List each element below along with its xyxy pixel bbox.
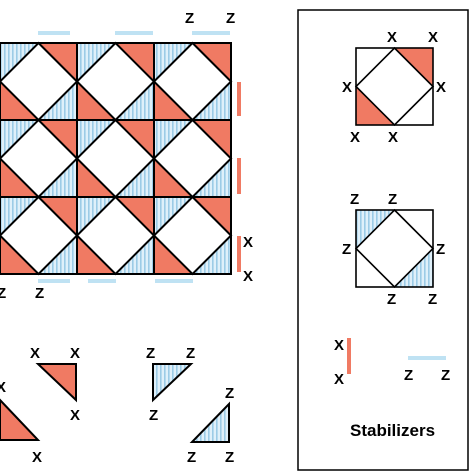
triangle-label-z: Z (186, 345, 195, 362)
triangle-label-x: X (32, 449, 42, 466)
boundary-label-z: Z (35, 285, 44, 302)
x-triangle-example: X X X (30, 345, 80, 424)
triangle-label-x: X (30, 345, 40, 362)
stabilizers-legend-panel: X X X X X X Z Z Z Z Z Z X X (297, 9, 469, 471)
bottom-z-boundary-bar (155, 279, 193, 283)
legend-title: Stabilizers (350, 421, 435, 440)
boundary-label-x: X (243, 234, 253, 251)
stabilizer-label-z: Z (350, 191, 359, 208)
lattice-cell-border (153, 196, 232, 275)
z-boundary-legend: Z Z (404, 356, 450, 384)
stabilizer-label-z: Z (388, 191, 397, 208)
lattice-edges (0, 41, 233, 276)
stabilizer-label-x: X (350, 129, 360, 146)
stabilizer-label-z: Z (436, 241, 445, 258)
triangle-label-x: X (70, 345, 80, 362)
x-stabilizer-legend: X X X X X X (342, 29, 446, 146)
boundary-legend-label-z: Z (441, 367, 450, 384)
legend-panel-border (297, 9, 469, 471)
x-triangle-example: X X (0, 379, 42, 466)
stabilizer-label-x: X (342, 79, 352, 96)
top-z-boundary-bar (38, 31, 70, 35)
x-boundary-legend: X X (334, 337, 351, 388)
boundary-label-z: Z (226, 10, 235, 27)
triangle-label-z: Z (225, 449, 234, 466)
triangle-label-x: X (70, 407, 80, 424)
boundary-legend-label-z: Z (404, 367, 413, 384)
stabilizer-label-z: Z (387, 291, 396, 308)
stabilizer-label-z: Z (428, 291, 437, 308)
top-z-boundary-bar (115, 31, 153, 35)
boundary-label-x: X (243, 268, 253, 285)
stabilizer-label-x: X (388, 129, 398, 146)
right-x-boundary-bar (237, 82, 241, 116)
boundary-legend-label-x: X (334, 371, 344, 388)
boundary-stabilizer-examples: X X X Z Z Z X X Z Z Z (0, 345, 234, 466)
z-stabilizer-legend: Z Z Z Z Z Z (342, 191, 445, 308)
stabilizer-label-x: X (436, 79, 446, 96)
z-triangle-example: Z Z Z (146, 345, 195, 424)
triangle-label-z: Z (187, 449, 196, 466)
boundary-label-z: Z (0, 285, 6, 302)
bottom-z-boundary-bar (88, 279, 116, 283)
triangle-label-z: Z (146, 345, 155, 362)
triangle-label-z: Z (225, 385, 234, 402)
z-triangle-example: Z Z Z (187, 385, 234, 466)
triangle-label-z: Z (149, 407, 158, 424)
bottom-z-boundary-bar (38, 279, 70, 283)
lattice-plaquettes (0, 43, 231, 274)
right-x-boundary-bar (237, 158, 241, 194)
lattice: Z Z X X Z Z (0, 10, 253, 302)
stabilizer-label-z: Z (342, 241, 351, 258)
boundary-legend-label-x: X (334, 337, 344, 354)
right-x-boundary-bar (237, 236, 241, 272)
boundary-label-z: Z (185, 10, 194, 27)
stabilizer-label-x: X (387, 29, 397, 46)
stabilizer-label-x: X (428, 29, 438, 46)
top-z-boundary-bar (192, 31, 230, 35)
triangle-label-x: X (0, 379, 6, 396)
